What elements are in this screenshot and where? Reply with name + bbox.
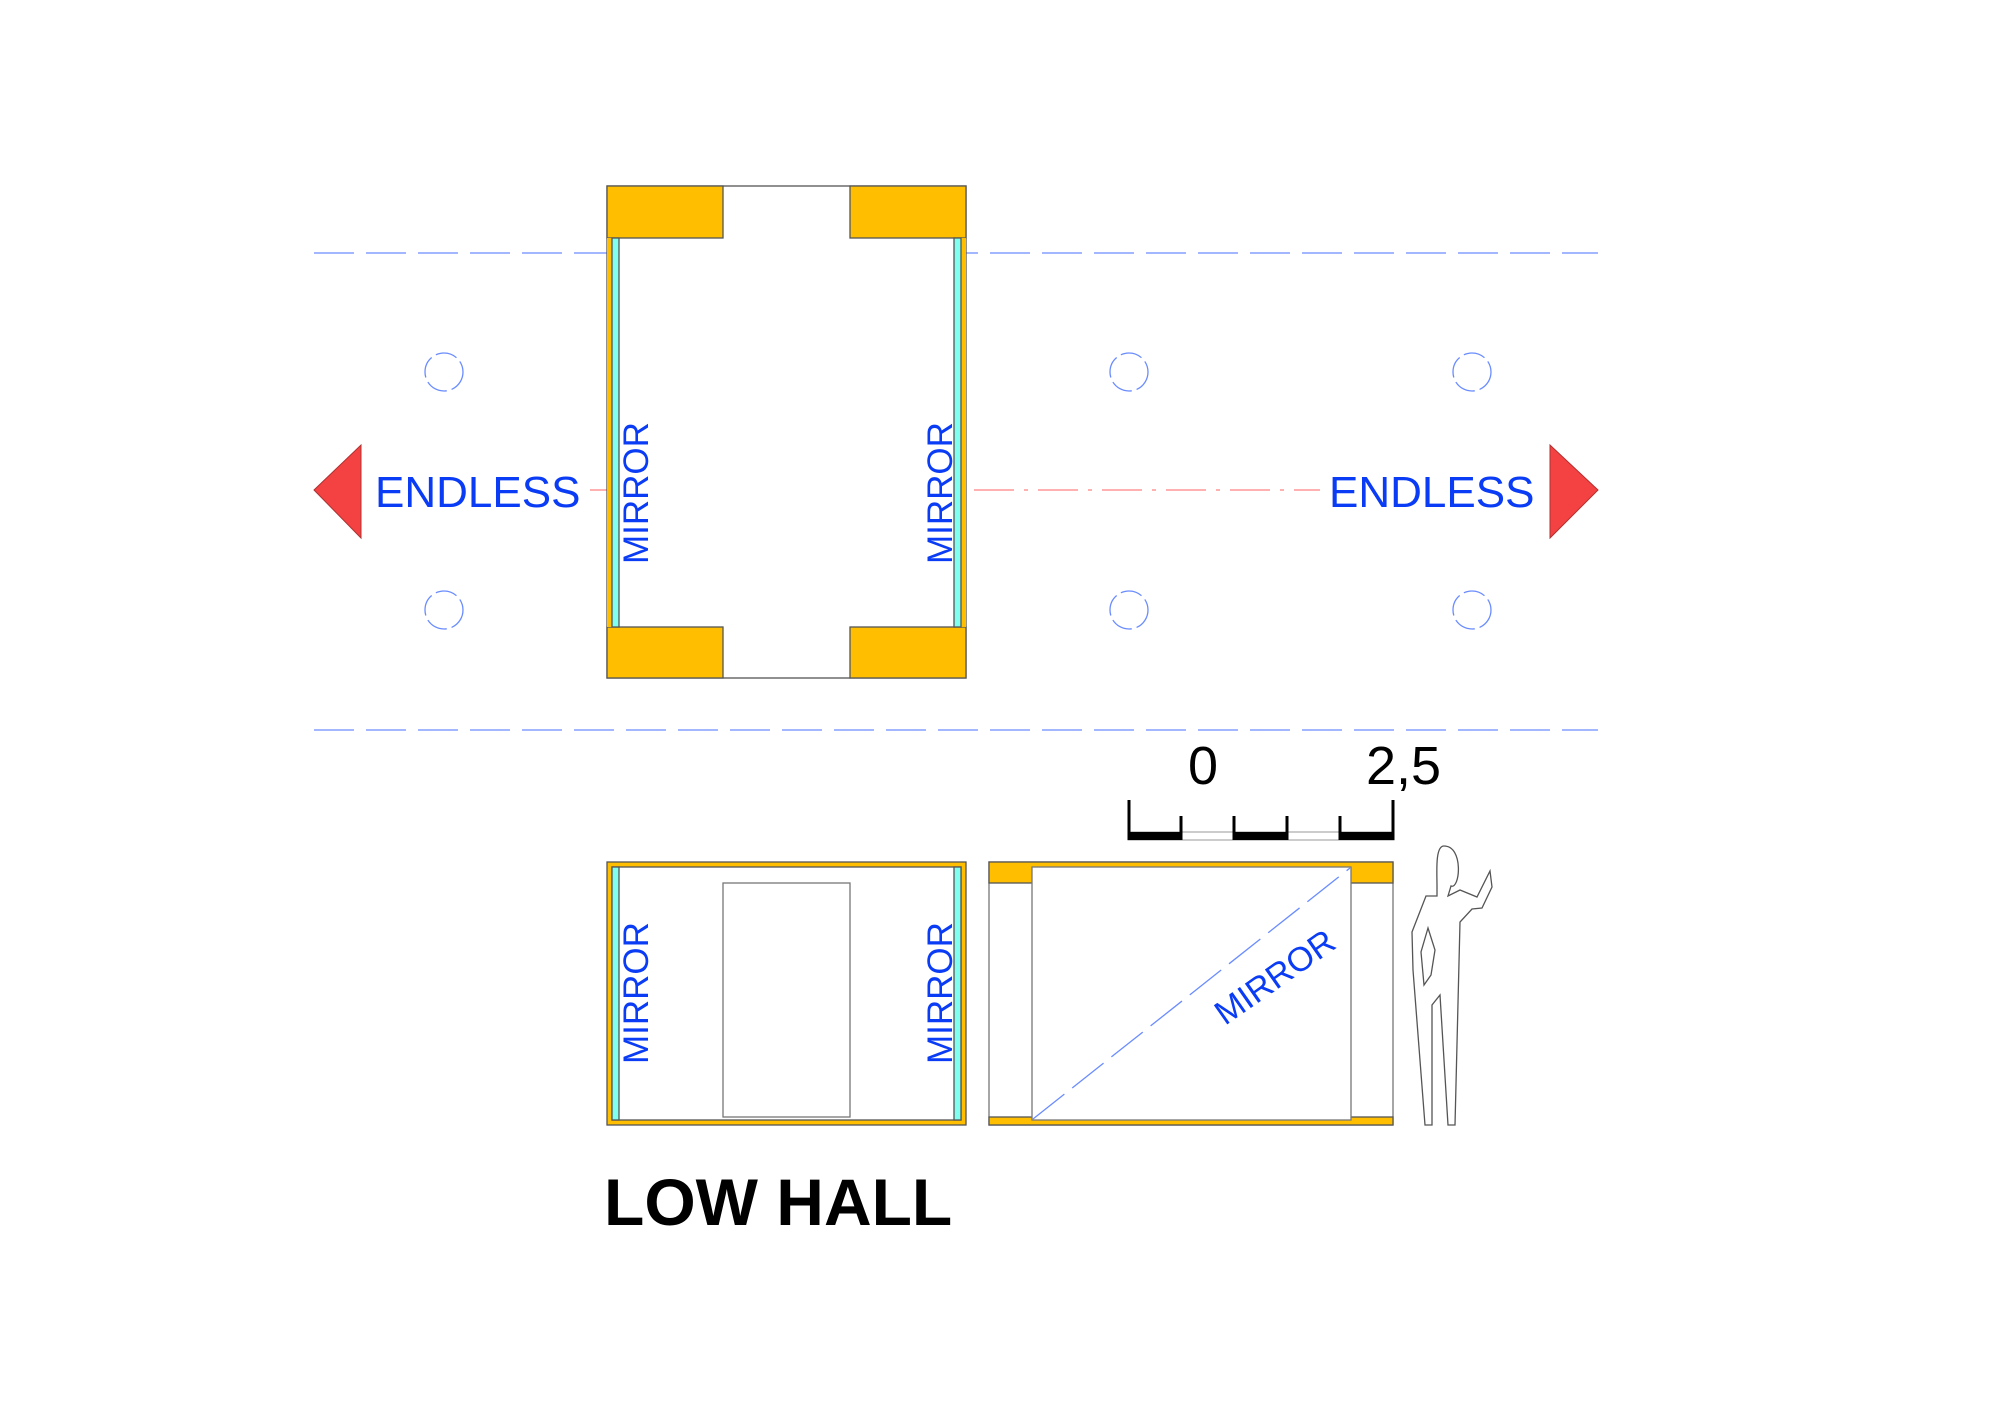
scale-start-label: 0: [1188, 736, 1218, 796]
mirror-strip-right: [953, 237, 962, 628]
endless-right-label: ENDLESS: [1329, 468, 1534, 517]
arrow-left-icon: [313, 443, 362, 540]
column-marker: [1452, 590, 1492, 630]
mirror-plan-left-label: MIRROR: [617, 422, 656, 564]
scale-end-label: 2,5: [1366, 736, 1441, 796]
drawing-title: LOW HALL: [604, 1165, 952, 1239]
mirror-plan-right-label: MIRROR: [921, 422, 960, 564]
human-scale-figure-icon: [1411, 845, 1493, 1126]
door-opening: [722, 882, 851, 1118]
scale-bar: 0 2,5: [1127, 736, 1441, 841]
column-marker: [1452, 352, 1492, 392]
column-marker: [1109, 352, 1149, 392]
arrow-right-icon: [1549, 443, 1599, 540]
mirror-elev-right-label: MIRROR: [921, 922, 960, 1064]
mirror-strip-left: [611, 237, 620, 628]
column-marker: [1109, 590, 1149, 630]
mirror-elev-left-label: MIRROR: [617, 922, 656, 1064]
long-section: [988, 861, 1394, 1126]
plan-view: [606, 185, 967, 679]
end-elevation: [606, 861, 967, 1126]
column-marker: [424, 352, 464, 392]
endless-left-label: ENDLESS: [375, 468, 580, 517]
column-marker: [424, 590, 464, 630]
